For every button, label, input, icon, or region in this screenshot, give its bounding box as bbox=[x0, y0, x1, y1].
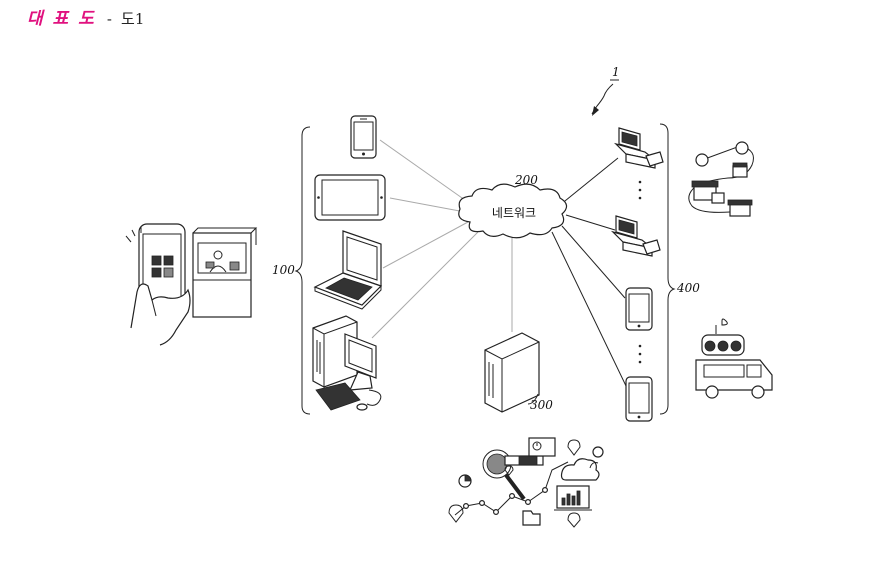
network-ref-label: 200 bbox=[514, 173, 538, 187]
pos-terminal-icon bbox=[613, 216, 660, 256]
store-route-icon bbox=[689, 142, 754, 216]
system-reference: 1 bbox=[592, 65, 620, 116]
merchant-terminals-label: 400 bbox=[676, 281, 700, 295]
desktop-computer-icon bbox=[313, 316, 381, 410]
system-ref-label: 1 bbox=[612, 65, 620, 79]
qr-payment-icon bbox=[126, 224, 256, 345]
ellipsis-dots bbox=[639, 181, 642, 364]
laptop-icon bbox=[315, 231, 381, 309]
data-analytics-icon bbox=[449, 438, 603, 527]
food-truck-icon bbox=[696, 319, 772, 398]
user-terminal-group: 100 bbox=[272, 127, 310, 414]
user-terminals-label: 100 bbox=[272, 263, 295, 277]
server-ref-label: 300 bbox=[530, 398, 553, 412]
merchant-terminal-group: 400 bbox=[660, 124, 700, 414]
pos-terminal-icon bbox=[616, 128, 663, 168]
mobile-phone-icon bbox=[626, 377, 652, 421]
tablet-icon bbox=[315, 175, 385, 220]
mobile-phone-icon bbox=[626, 288, 652, 330]
server-icon: 300 bbox=[485, 333, 553, 412]
smartphone-icon bbox=[351, 116, 376, 158]
network-cloud: 네트워크 200 bbox=[459, 173, 567, 238]
network-label: 네트워크 bbox=[492, 206, 536, 220]
